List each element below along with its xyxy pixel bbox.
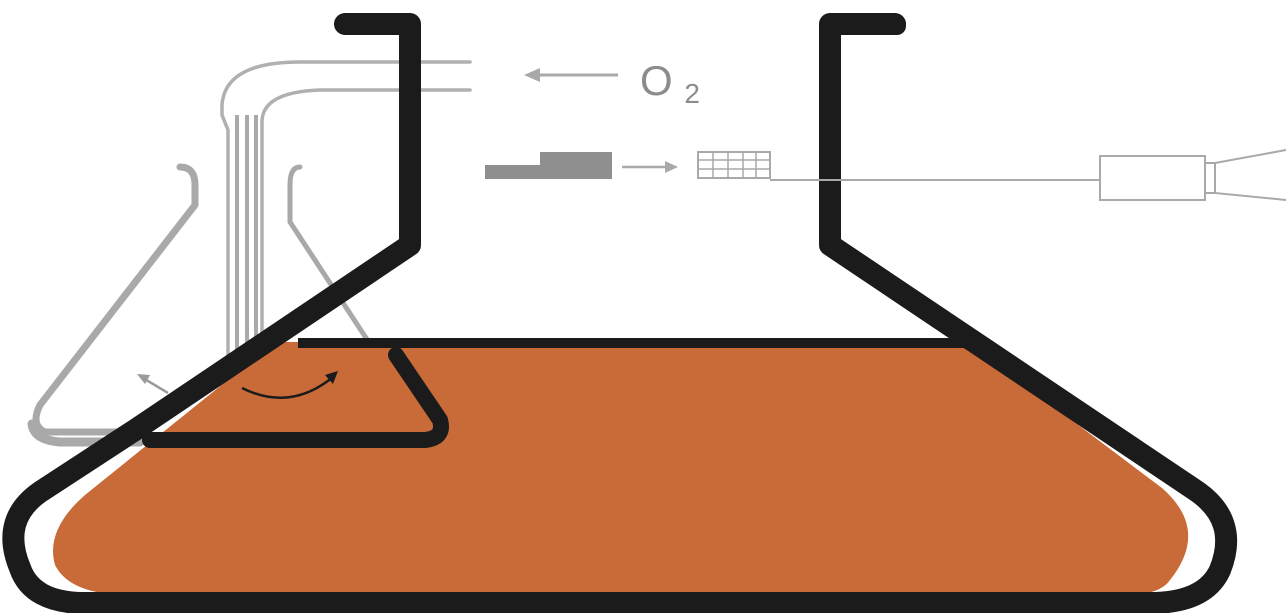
background-flask-base-shadow [27,419,145,447]
rotation-arrow [241,371,338,399]
stepped-block [485,152,678,179]
flask-liquid [53,342,1189,595]
flask-lip-right [820,15,906,35]
grid-plate-frame [697,151,771,179]
background-arrow-curve [142,376,169,395]
gas-inlet-tubes [220,60,472,407]
rotation-arrow-head-icon [325,371,338,384]
block-arrow-head-icon [665,161,678,173]
grid-plate-icon [697,151,771,179]
probe-connector-tip [1205,149,1286,201]
background-flask-right-wall [287,164,413,408]
rotation-arrow-curve [241,376,334,399]
flask-outline-left [2,13,611,613]
oxygen-label: O 2 [640,57,700,109]
probe-connector-body [1099,155,1206,201]
oxygen-label-main: O [640,57,673,104]
background-flask-left-wall [32,163,199,436]
gas-tube-outer [220,60,472,407]
oxygen-arrow-head-icon [524,68,540,82]
oxygen-input: O 2 [524,57,700,109]
background-rotation-arrow [137,374,169,395]
gas-tube-inner [260,88,472,342]
flask-lip-left [340,15,420,35]
flask-outline-right [589,13,1238,613]
oxygen-label-subscript: 2 [684,78,700,109]
background-arrow-head-icon [137,374,150,384]
stepped-block-shape [485,152,612,179]
inner-shelf [142,347,449,448]
probe-assembly [770,149,1286,201]
background-flask [27,163,413,447]
